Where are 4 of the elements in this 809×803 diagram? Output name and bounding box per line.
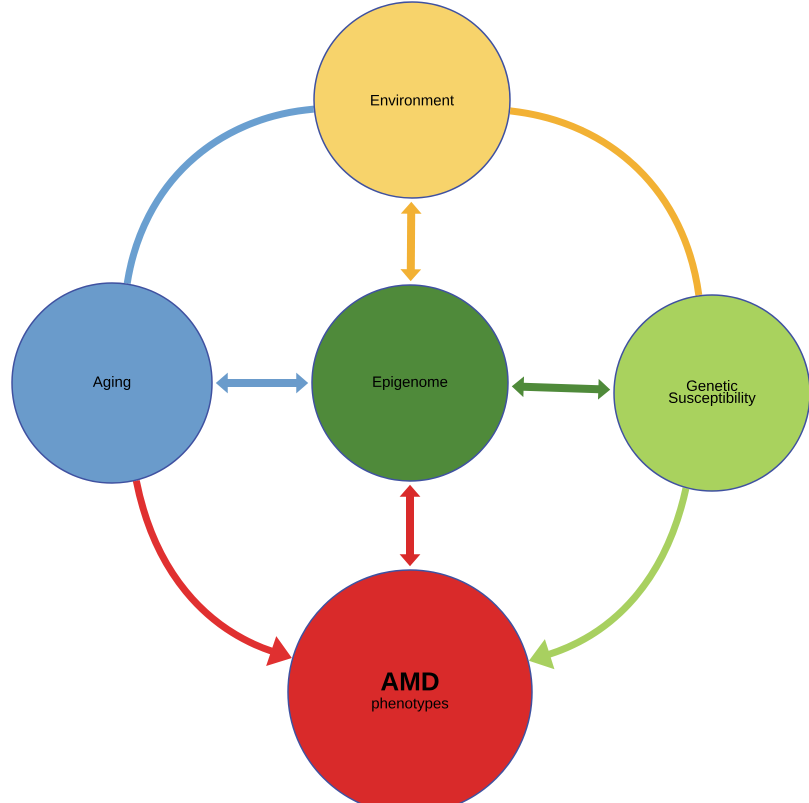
circle-node: Environment bbox=[313, 1, 511, 199]
circle-node: Epigenome bbox=[311, 284, 509, 482]
circle-node: Genetic Susceptibility bbox=[613, 294, 809, 492]
circle-node: Aging bbox=[11, 282, 213, 484]
